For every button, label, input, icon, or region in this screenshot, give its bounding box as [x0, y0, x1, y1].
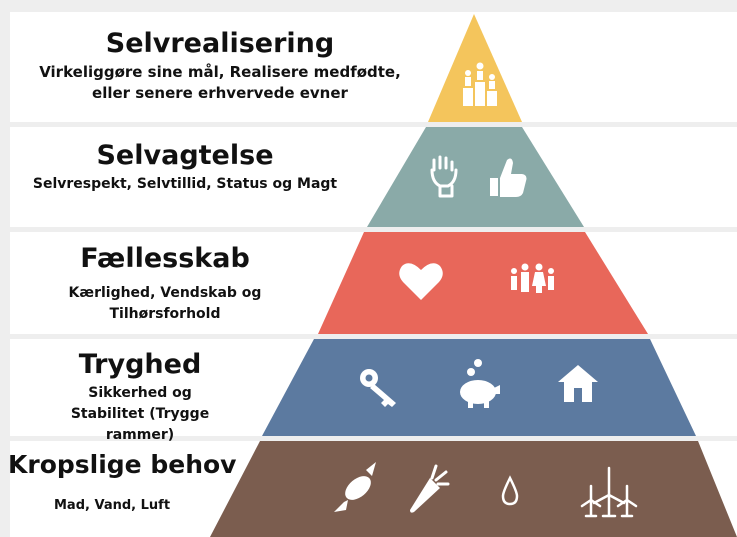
level-5-description: Mad, Vand, Luft [54, 498, 171, 513]
level-1-description: Virkeliggøre sine mål, Realisere medfødt… [39, 63, 401, 102]
fish-icon [334, 462, 376, 512]
level-4-title: Tryghed [78, 349, 202, 380]
wind-turbine-icon [580, 466, 638, 518]
level-2-text: Selvagtelse Selvrespekt, Selvtillid, Sta… [10, 140, 360, 194]
heart-icon [399, 263, 443, 300]
level-2-description: Selvrespekt, Selvtillid, Status og Magt [32, 176, 338, 192]
pyramid-layer-1 [428, 14, 522, 122]
pyramid-layer-3 [318, 232, 648, 334]
band-level-1 [10, 12, 737, 122]
pyramid-layer-2 [367, 127, 584, 227]
raised-fist-icon [430, 155, 458, 198]
level-3-text: Fællesskab Kærlighed, Vendskab og Tilhør… [10, 243, 320, 325]
band-level-2 [10, 127, 737, 227]
house-icon [558, 365, 598, 402]
pyramid-layer-5 [210, 441, 737, 537]
level-1-title: Selvrealisering [105, 28, 335, 59]
carrot-icon [410, 464, 450, 513]
level-2-title: Selvagtelse [96, 140, 274, 171]
family-icon [511, 263, 554, 293]
level-3-description: Kærlighed, Vendskab og Tilhørsforhold [68, 285, 262, 322]
level-5-text: Kropslige behov Mad, Vand, Luft [8, 449, 240, 516]
piggy-bank-icon [460, 359, 500, 408]
trophy-podium-icon [463, 62, 497, 106]
thumbs-up-icon [490, 158, 527, 197]
level-1-text: Selvrealisering Virkeliggøre sine mål, R… [10, 28, 430, 104]
level-3-title: Fællesskab [80, 243, 250, 274]
level-4-text: Tryghed Sikkerhed og Stabilitet (Trygge … [10, 349, 270, 446]
level-4-description: Sikkerhed og Stabilitet (Trygge rammer) [70, 385, 210, 443]
water-drop-icon [501, 475, 519, 506]
level-5-title: Kropslige behov [8, 450, 237, 479]
